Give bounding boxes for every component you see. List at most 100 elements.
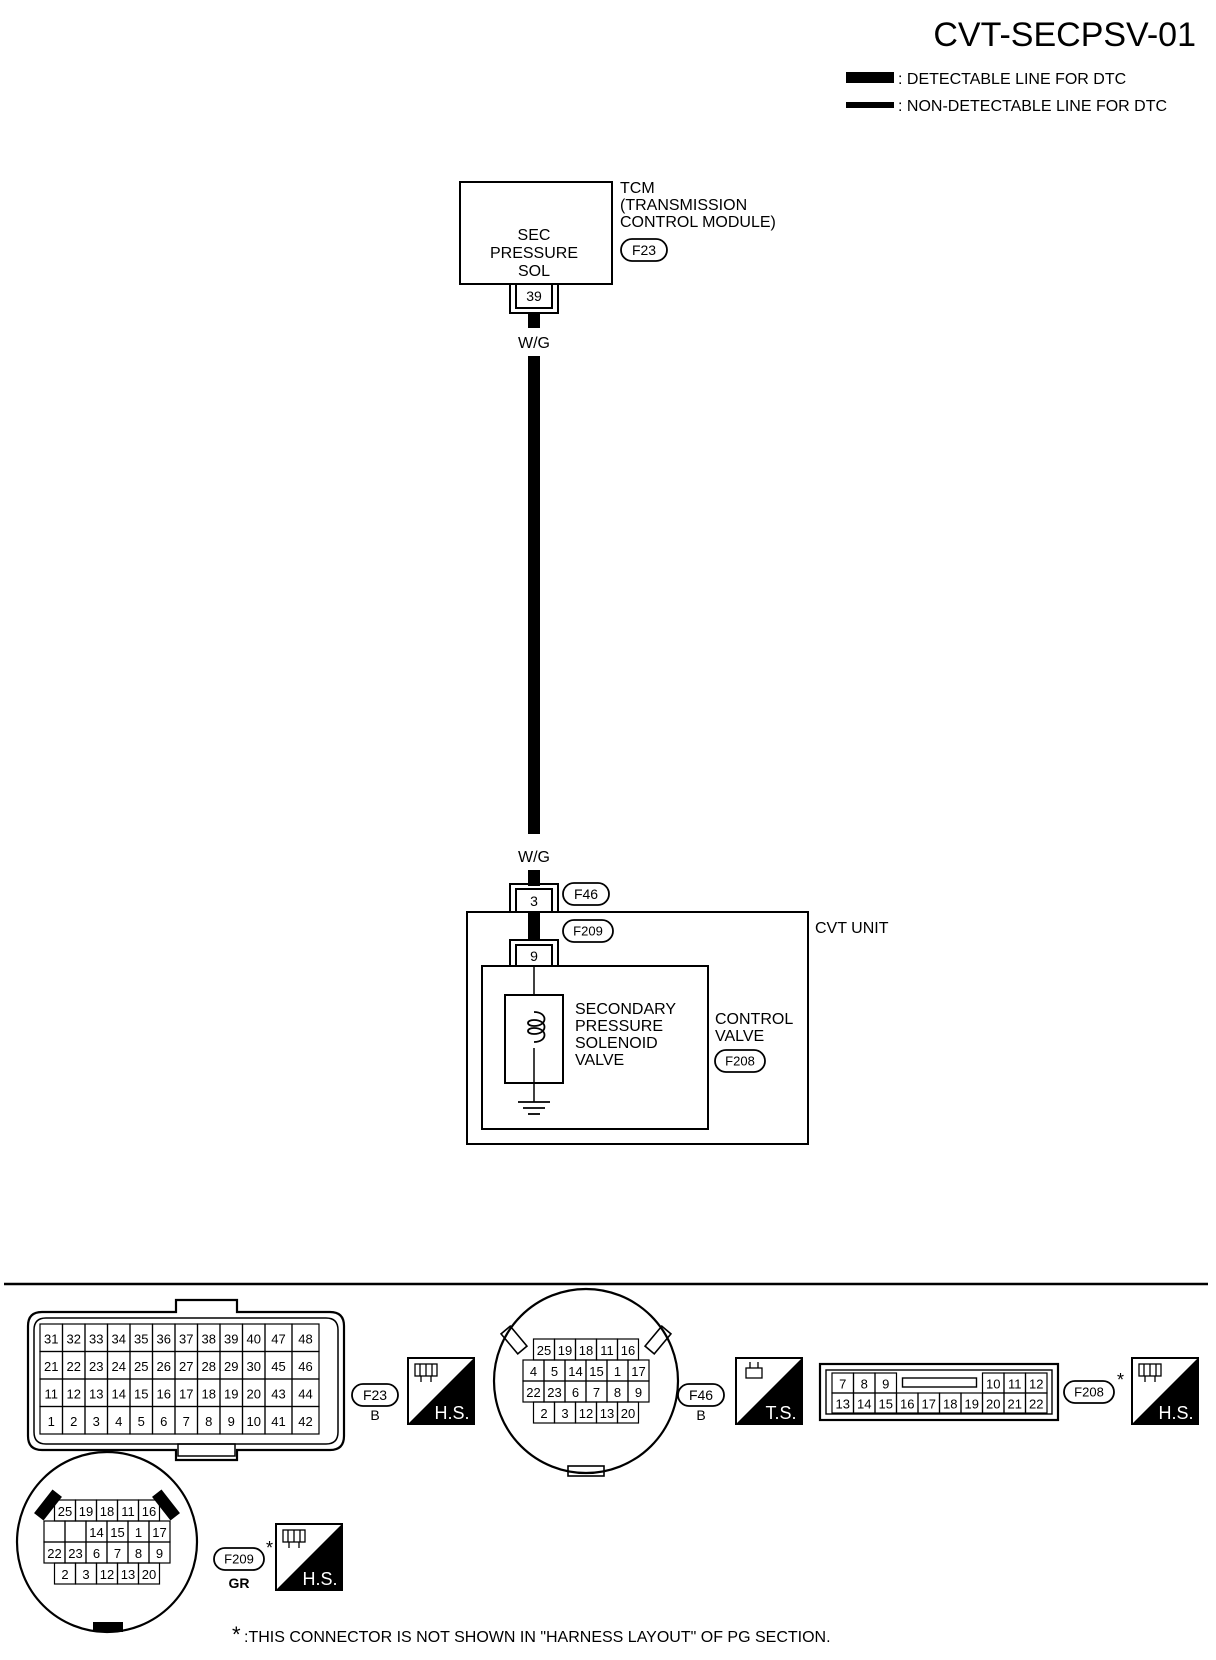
f23-pin: 10 bbox=[247, 1414, 261, 1429]
f23-pin: 1 bbox=[48, 1414, 55, 1429]
f208-pin: 21 bbox=[1008, 1397, 1022, 1412]
f208-pin: 18 bbox=[943, 1397, 957, 1412]
f23-pin: 33 bbox=[89, 1331, 103, 1346]
f209-pin-cell bbox=[43, 1520, 66, 1543]
f209-hs-badge: H.S. bbox=[275, 1523, 343, 1591]
f23-pin: 37 bbox=[179, 1331, 193, 1346]
f23-pin: 20 bbox=[247, 1386, 261, 1401]
f23-pin: 28 bbox=[202, 1359, 216, 1374]
f46-pin: 7 bbox=[593, 1385, 600, 1400]
f209-pin: 1 bbox=[135, 1525, 142, 1540]
f46-pin: 14 bbox=[568, 1364, 582, 1379]
f209-pin-cell bbox=[137, 1562, 161, 1585]
f209-pin: 6 bbox=[93, 1546, 100, 1561]
f208-pin-cell bbox=[1024, 1392, 1048, 1414]
f23-pin: 13 bbox=[89, 1386, 103, 1401]
wire-detectable-top bbox=[528, 313, 540, 328]
f208-badge-text: H.S. bbox=[1158, 1403, 1193, 1423]
f46-label: F46 bbox=[689, 1387, 713, 1403]
cvt-unit-label: CVT UNIT bbox=[815, 920, 889, 937]
diagram-id: CVT-SECPSV-01 bbox=[933, 16, 1196, 54]
legend-non-detectable-swatch bbox=[846, 102, 894, 108]
f23-pin: 44 bbox=[298, 1386, 312, 1401]
f209-pin: 25 bbox=[58, 1504, 72, 1519]
f46-pin: 11 bbox=[600, 1343, 614, 1358]
f23-hs-badge: H.S. bbox=[407, 1357, 475, 1425]
legend: : DETECTABLE LINE FOR DTC : NON-DETECTAB… bbox=[846, 71, 1167, 115]
f23-pin: 31 bbox=[44, 1331, 58, 1346]
f23-pin: 48 bbox=[298, 1331, 312, 1346]
f46-pin: 6 bbox=[572, 1385, 579, 1400]
f46-pin: 16 bbox=[621, 1343, 635, 1358]
f23-pin: 27 bbox=[179, 1359, 193, 1374]
f209-pin: 3 bbox=[82, 1567, 89, 1582]
footnote-star: * bbox=[232, 1622, 241, 1647]
f46-badge-text: T.S. bbox=[765, 1403, 796, 1423]
tcm-box bbox=[459, 181, 613, 285]
tcm: SEC PRESSURE SOL TCM (TRANSMISSION CONTR… bbox=[459, 180, 776, 285]
f208-key-slot bbox=[901, 1377, 978, 1388]
wire-color-top: W/G bbox=[518, 335, 550, 352]
f23-pin: 15 bbox=[134, 1386, 148, 1401]
f208-pin: 20 bbox=[986, 1397, 1000, 1412]
f23-pin: 46 bbox=[298, 1359, 312, 1374]
f23-badge-text: H.S. bbox=[434, 1403, 469, 1423]
f46-pin: 9 bbox=[635, 1385, 642, 1400]
f46-pin-cell bbox=[616, 1401, 640, 1424]
f23-pin: 22 bbox=[67, 1359, 81, 1374]
control-valve-line-2: VALVE bbox=[715, 1028, 764, 1045]
f209-pin: 8 bbox=[135, 1546, 142, 1561]
solenoid-line-4: VALVE bbox=[575, 1052, 624, 1069]
f23-pin: 6 bbox=[160, 1414, 167, 1429]
f23-pin: 42 bbox=[298, 1414, 312, 1429]
f209-pin: 18 bbox=[100, 1504, 114, 1519]
ground-icon bbox=[518, 1101, 550, 1115]
f23-pin: 12 bbox=[67, 1386, 81, 1401]
f46-pin: 1 bbox=[614, 1364, 621, 1379]
f46-pin: 2 bbox=[540, 1406, 547, 1421]
control-valve-connector-label: F208 bbox=[725, 1054, 755, 1069]
f209-pin: 12 bbox=[100, 1567, 114, 1582]
f46-pin: 8 bbox=[614, 1385, 621, 1400]
f23-pin: 32 bbox=[67, 1331, 81, 1346]
f208-label-badge bbox=[1063, 1380, 1115, 1404]
footnote-text: :THIS CONNECTOR IS NOT SHOWN IN "HARNESS… bbox=[244, 1629, 831, 1646]
f209-pin: 15 bbox=[110, 1525, 124, 1540]
tcm-box-line-3: SOL bbox=[518, 263, 550, 280]
f23-pin: 23 bbox=[89, 1359, 103, 1374]
solenoid-coil bbox=[504, 966, 564, 1102]
solenoid-line-3: SOLENOID bbox=[575, 1035, 658, 1052]
f46-pin: 4 bbox=[530, 1364, 537, 1379]
f208-pin: 12 bbox=[1029, 1377, 1043, 1392]
wire-detectable-main bbox=[528, 356, 540, 834]
f208-pin: 14 bbox=[857, 1397, 871, 1412]
f209-pin: 14 bbox=[89, 1525, 103, 1540]
f23-label: F23 bbox=[363, 1387, 387, 1403]
solenoid-line-1: SECONDARY bbox=[575, 1001, 676, 1018]
f23-pin: 5 bbox=[138, 1414, 145, 1429]
f209-pin-label: 9 bbox=[530, 948, 538, 964]
f23-pin: 4 bbox=[115, 1414, 122, 1429]
f23-pin: 7 bbox=[183, 1414, 190, 1429]
f208-pin: 11 bbox=[1008, 1377, 1022, 1392]
f209-pin: 11 bbox=[121, 1504, 135, 1519]
f23-color: B bbox=[370, 1407, 379, 1423]
f23-pin: 3 bbox=[93, 1414, 100, 1429]
f208-label: F208 bbox=[1074, 1385, 1104, 1400]
f23-pin: 30 bbox=[247, 1359, 261, 1374]
control-valve-box bbox=[481, 965, 709, 1130]
f46-pin: 17 bbox=[631, 1364, 645, 1379]
f23-pin: 38 bbox=[202, 1331, 216, 1346]
tcm-title-line-3: CONTROL MODULE) bbox=[620, 214, 776, 231]
legend-detectable-swatch bbox=[846, 72, 894, 83]
f209-pin-9: 9 F209 bbox=[509, 919, 614, 966]
f23-pin: 26 bbox=[157, 1359, 171, 1374]
harness-side-icon bbox=[1138, 1363, 1162, 1382]
f46-pin: 25 bbox=[537, 1343, 551, 1358]
f46-pin-label: 3 bbox=[530, 893, 538, 909]
f23-pin: 41 bbox=[271, 1414, 285, 1429]
f209-pin: 20 bbox=[142, 1567, 156, 1582]
